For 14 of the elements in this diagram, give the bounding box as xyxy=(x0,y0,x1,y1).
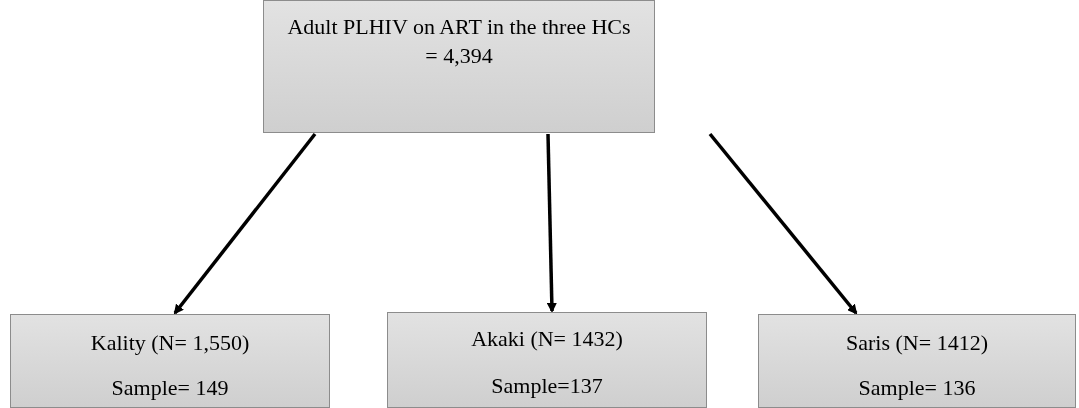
box-text: Sample= 136 xyxy=(858,373,976,402)
arrow xyxy=(546,133,557,313)
process-box xyxy=(263,0,655,133)
box-text: Saris (N= 1412) xyxy=(846,329,988,357)
box-text: Sample=137 xyxy=(491,371,603,400)
process-box xyxy=(758,314,1076,408)
process-box xyxy=(387,312,707,408)
box-text: Kality (N= 1,550) xyxy=(90,329,250,357)
process-box xyxy=(10,314,330,408)
box-text: Adult PLHIV on ART in the three HCs = 4,394 xyxy=(286,13,632,70)
box-text: Akaki (N= 1432) xyxy=(471,325,623,353)
box-text: Sample= 149 xyxy=(111,373,229,402)
arrow xyxy=(708,132,858,315)
arrow xyxy=(173,132,317,315)
